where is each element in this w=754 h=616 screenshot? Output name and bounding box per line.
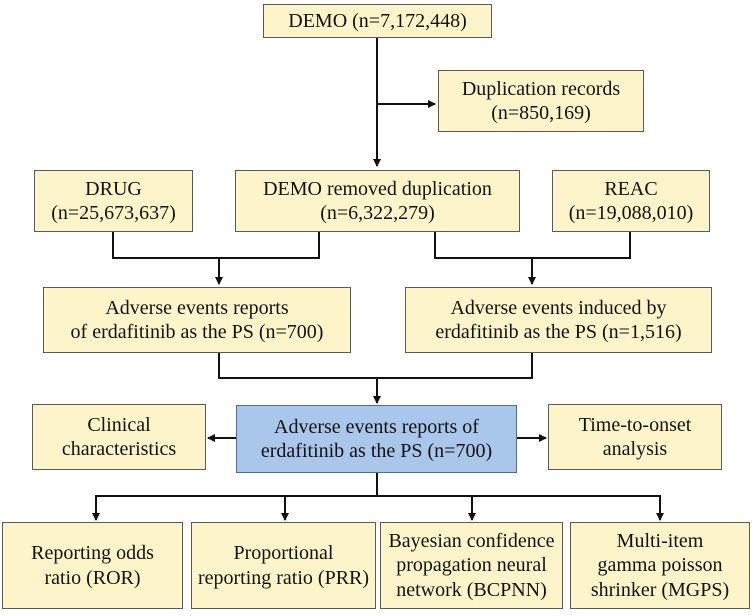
- prr-box: Proportional reporting ratio (PRR): [191, 522, 376, 609]
- demo-box: DEMO (n=7,172,448): [263, 4, 492, 38]
- drug-box: DRUG (n=25,673,637): [34, 170, 193, 232]
- drug-count: (n=25,673,637): [51, 202, 176, 224]
- bcpnn-line-3: network (BCPNN): [396, 578, 547, 601]
- clinical-characteristics-box: Clinical characteristics: [32, 404, 206, 470]
- mgps-line-3: shrinker (MGPS): [590, 578, 730, 601]
- ror-box: Reporting odds ratio (ROR): [2, 522, 183, 609]
- ae-induced-line-1: Adverse events induced by: [450, 296, 667, 319]
- central-line-2: erdafitinib as the PS (n=700): [260, 440, 493, 462]
- duplication-records-label: Duplication records: [461, 77, 621, 100]
- demo-removed-label: DEMO removed duplication: [263, 177, 492, 200]
- tto-line-1: Time-to-onset: [578, 413, 692, 436]
- duplication-records-count: (n=850,169): [491, 102, 591, 124]
- duplication-records-box: Duplication records (n=850,169): [438, 70, 644, 132]
- mgps-line-1: Multi-item: [616, 529, 704, 552]
- drug-label: DRUG: [85, 177, 142, 200]
- central-line-1: Adverse events reports of: [274, 415, 479, 438]
- ae-induced-line-2: erdafitinib as the PS (n=1,516): [435, 321, 682, 343]
- ror-line-1: Reporting odds: [31, 542, 154, 565]
- reac-label: REAC: [604, 177, 658, 200]
- bcpnn-line-2: propagation neural: [396, 554, 547, 577]
- ror-line-2: ratio (ROR): [44, 566, 141, 589]
- ae-induced-box: Adverse events induced by erdafitinib as…: [405, 287, 712, 353]
- mgps-box: Multi-item gamma poisson shrinker (MGPS): [570, 522, 750, 609]
- demo-removed-duplication-box: DEMO removed duplication (n=6,322,279): [235, 170, 520, 232]
- prr-line-1: Proportional: [233, 542, 334, 565]
- reac-count: (n=19,088,010): [568, 202, 694, 224]
- bcpnn-line-1: Bayesian confidence: [388, 529, 555, 552]
- clinical-line-2: characteristics: [61, 438, 177, 460]
- bcpnn-box: Bayesian confidence propagation neural n…: [380, 522, 563, 609]
- central-ae-reports-box: Adverse events reports of erdafitinib as…: [236, 405, 517, 473]
- prr-line-2: reporting ratio (PRR): [197, 566, 370, 589]
- ae-reports-box: Adverse events reports of erdafitinib as…: [43, 287, 351, 353]
- demo-removed-count: (n=6,322,279): [320, 202, 435, 224]
- clinical-line-1: Clinical: [87, 413, 151, 436]
- time-to-onset-box: Time-to-onset analysis: [548, 404, 722, 470]
- ae-reports-line-1: Adverse events reports: [105, 296, 289, 319]
- reac-box: REAC (n=19,088,010): [552, 170, 710, 232]
- tto-line-2: analysis: [602, 438, 668, 460]
- demo-box-line: DEMO (n=7,172,448): [288, 9, 467, 32]
- mgps-line-2: gamma poisson: [597, 554, 723, 577]
- ae-reports-line-2: of erdafitinib as the PS (n=700): [70, 321, 324, 343]
